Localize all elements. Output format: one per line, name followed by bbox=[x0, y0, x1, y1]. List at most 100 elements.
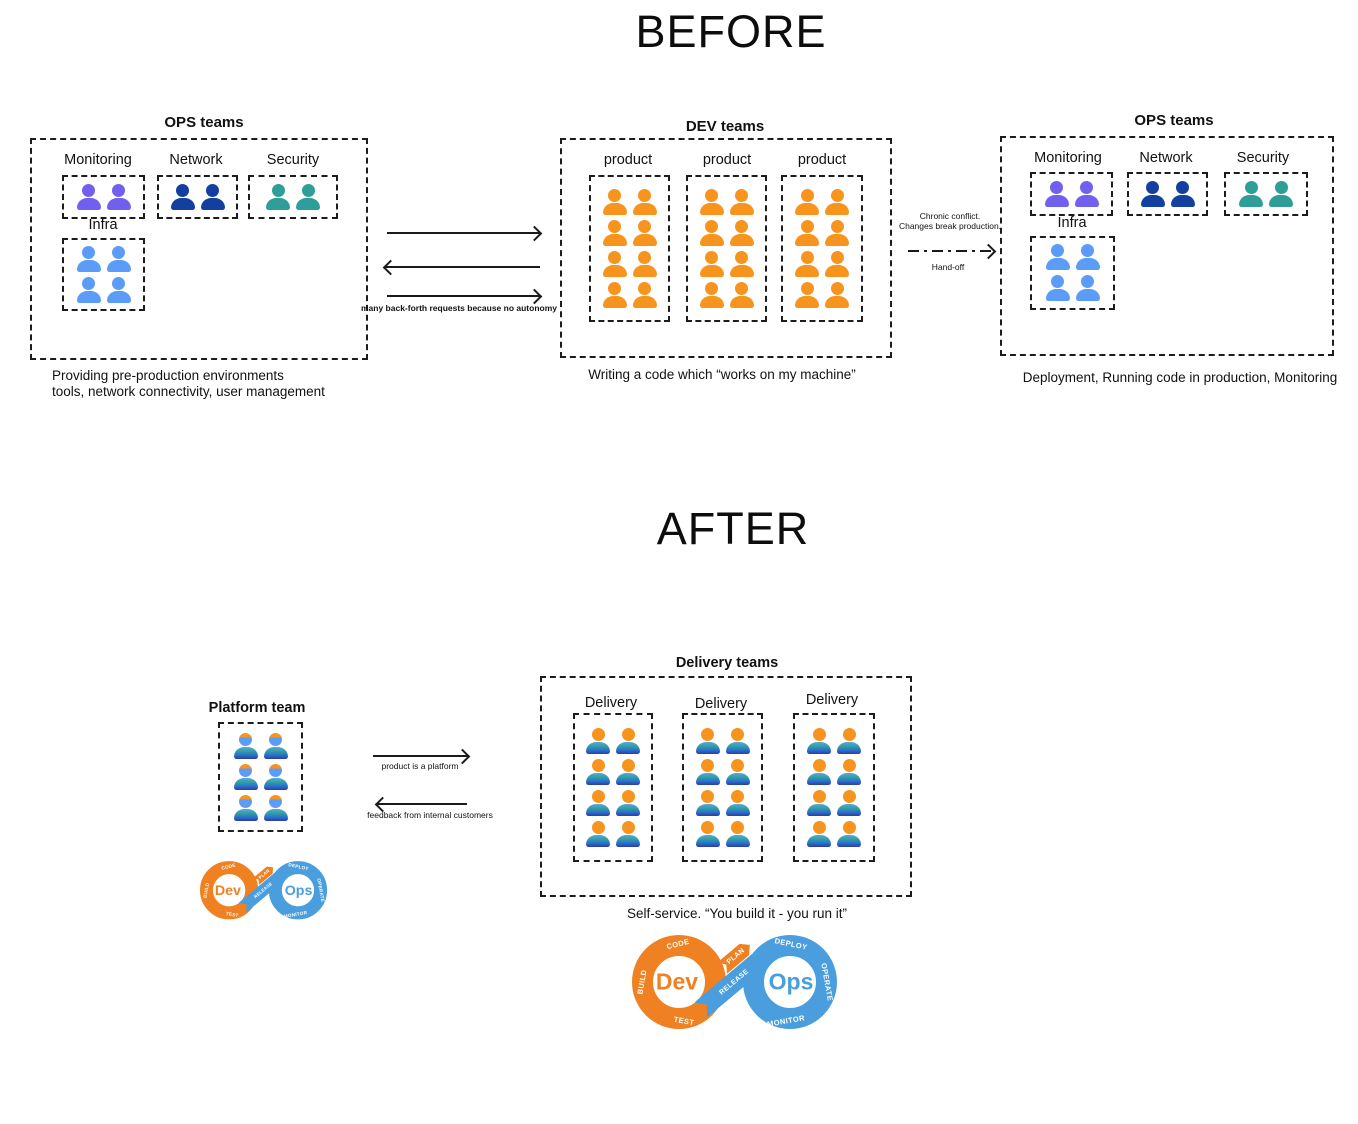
person-row bbox=[602, 188, 657, 216]
person-icon bbox=[233, 732, 258, 760]
person-row bbox=[586, 727, 640, 755]
delivery-label-1: Delivery bbox=[584, 695, 638, 711]
ops-right-security-box bbox=[1224, 172, 1308, 216]
person-row bbox=[795, 250, 849, 278]
person-icon bbox=[586, 727, 610, 755]
ops-left-title: OPS teams bbox=[164, 114, 244, 131]
person-icon bbox=[695, 820, 720, 848]
person-icon bbox=[616, 758, 640, 786]
person-icon bbox=[233, 794, 258, 822]
person-row bbox=[699, 219, 754, 247]
devops-infinity-logo-large: RELEASE PLAN CODE BUILD TEST DEPLOY OPER… bbox=[632, 930, 837, 1035]
person-row bbox=[807, 758, 861, 786]
dev-teams-title: DEV teams bbox=[685, 118, 765, 135]
person-icon bbox=[695, 727, 720, 755]
person-row bbox=[695, 789, 750, 817]
ops-left-security-label: Security bbox=[266, 152, 320, 168]
person-icon bbox=[825, 281, 849, 309]
person-icon bbox=[106, 183, 131, 211]
product-label-1: product bbox=[603, 152, 653, 168]
ops-right-network-label: Network bbox=[1139, 150, 1193, 166]
after-title: AFTER bbox=[656, 503, 810, 554]
person-icon bbox=[695, 789, 720, 817]
person-row bbox=[695, 727, 750, 755]
person-icon bbox=[1044, 180, 1069, 208]
person-row bbox=[233, 763, 288, 791]
person-row bbox=[1239, 180, 1293, 208]
person-icon bbox=[807, 727, 831, 755]
person-icon bbox=[807, 758, 831, 786]
platform-arrow-left-label: feedback from internal customers bbox=[367, 810, 493, 820]
delivery-teams-box bbox=[540, 676, 912, 897]
handoff-label: Hand-off bbox=[931, 262, 965, 272]
delivery-teams-title: Delivery teams bbox=[675, 655, 779, 671]
person-icon bbox=[1239, 180, 1263, 208]
person-icon bbox=[695, 758, 720, 786]
platform-arrow-right-label: product is a platform bbox=[381, 761, 459, 771]
person-icon bbox=[632, 219, 657, 247]
delivery-label-3: Delivery bbox=[805, 692, 859, 708]
product-label-2: product bbox=[702, 152, 752, 168]
dev-core-label: Dev bbox=[655, 968, 699, 995]
person-row bbox=[602, 281, 657, 309]
ops-core-label: Ops bbox=[284, 881, 313, 898]
ops-left-network-box bbox=[157, 175, 238, 219]
person-icon bbox=[725, 758, 750, 786]
request-arrow-left bbox=[385, 266, 540, 268]
person-icon bbox=[76, 183, 101, 211]
person-row bbox=[233, 732, 288, 760]
ops-left-monitoring-label: Monitoring bbox=[64, 152, 132, 168]
person-icon bbox=[602, 250, 627, 278]
person-icon bbox=[725, 789, 750, 817]
platform-team-box bbox=[218, 722, 303, 832]
ops-right-monitoring-label: Monitoring bbox=[1034, 150, 1102, 166]
person-icon bbox=[632, 188, 657, 216]
ops-left-security-box bbox=[248, 175, 338, 219]
person-icon bbox=[76, 245, 101, 273]
ops-left-caption-line2: tools, network connectivity, user manage… bbox=[52, 384, 325, 399]
person-row bbox=[76, 276, 131, 304]
delivery-teams-caption: Self-service. “You build it - you run it… bbox=[626, 906, 848, 921]
person-icon bbox=[616, 789, 640, 817]
person-icon bbox=[106, 276, 131, 304]
delivery-label-2: Delivery bbox=[694, 696, 748, 712]
person-icon bbox=[807, 820, 831, 848]
person-icon bbox=[729, 250, 754, 278]
ops-left-monitoring-box bbox=[62, 175, 145, 219]
dev-core-label: Dev bbox=[214, 881, 241, 898]
person-icon bbox=[602, 219, 627, 247]
before-title: BEFORE bbox=[635, 6, 827, 57]
ops-left-caption: Providing pre-production environments to… bbox=[52, 368, 325, 400]
ops-right-network-box bbox=[1127, 172, 1208, 216]
person-row bbox=[586, 758, 640, 786]
request-arrow-right-1 bbox=[387, 232, 540, 234]
person-icon bbox=[725, 727, 750, 755]
person-icon bbox=[837, 789, 861, 817]
delivery-team-box-3 bbox=[793, 713, 875, 862]
person-icon bbox=[837, 727, 861, 755]
person-icon bbox=[1075, 244, 1100, 271]
person-icon bbox=[586, 758, 610, 786]
person-row bbox=[1140, 180, 1195, 208]
person-icon bbox=[76, 276, 101, 304]
handoff-conflict-line1: Chronic conflict. bbox=[919, 211, 981, 221]
person-icon bbox=[1074, 180, 1099, 208]
ops-right-caption: Deployment, Running code in production, … bbox=[1022, 370, 1338, 385]
person-row bbox=[266, 183, 320, 211]
ops-right-title: OPS teams bbox=[1134, 112, 1214, 129]
person-row bbox=[695, 820, 750, 848]
person-icon bbox=[1269, 180, 1293, 208]
person-icon bbox=[699, 281, 724, 309]
person-row bbox=[1045, 244, 1100, 271]
person-icon bbox=[825, 250, 849, 278]
person-row bbox=[1044, 180, 1099, 208]
person-row bbox=[586, 820, 640, 848]
person-row bbox=[795, 219, 849, 247]
person-icon bbox=[233, 763, 258, 791]
person-icon bbox=[263, 732, 288, 760]
ops-core-label: Ops bbox=[768, 968, 814, 995]
product-label-3: product bbox=[797, 152, 847, 168]
person-row bbox=[586, 789, 640, 817]
ops-right-box bbox=[1000, 136, 1334, 356]
person-icon bbox=[266, 183, 290, 211]
